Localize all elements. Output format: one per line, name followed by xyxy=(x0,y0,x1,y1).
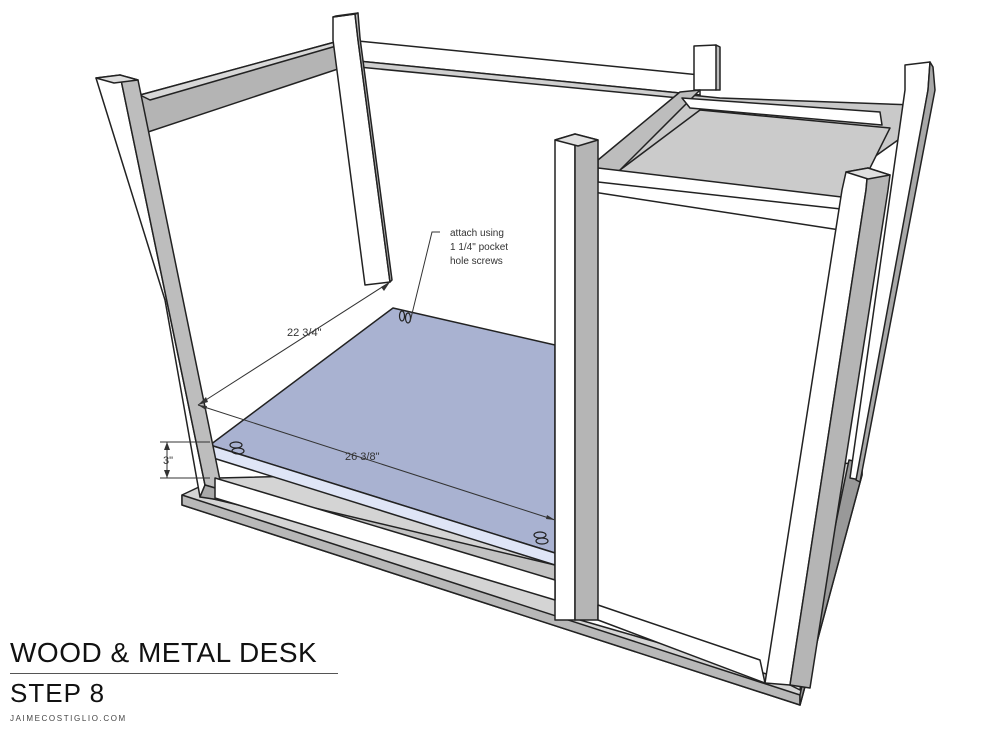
site-credit: JAIMECOSTIGLIO.COM xyxy=(10,714,127,723)
depth-dimension-label: 22 3/4" xyxy=(287,327,322,339)
cabinet-top-frame xyxy=(597,89,916,211)
width-dimension-label: 26 3/8" xyxy=(345,451,380,463)
title-block: WOOD & METAL DESK STEP 8 JAIMECOSTIGLIO.… xyxy=(10,636,340,723)
height-dimension-label: 3" xyxy=(163,455,173,467)
top-left-rail xyxy=(139,41,351,133)
step-label: STEP 8 xyxy=(10,678,106,708)
bottom-front-rail xyxy=(214,477,766,684)
note-line-2: 1 1/4" pocket xyxy=(450,242,508,253)
project-title: WOOD & METAL DESK xyxy=(10,637,318,668)
leg-cabinet-front-left xyxy=(554,133,599,621)
dimension-arrowheads xyxy=(164,282,555,520)
leg-cabinet-front-right xyxy=(764,167,891,689)
note-line-1: attach using xyxy=(450,228,504,239)
top-back-rail xyxy=(347,39,701,101)
note-line-3: hole screws xyxy=(450,256,503,267)
leg-back-left xyxy=(332,12,393,286)
title-divider xyxy=(10,673,338,674)
leg-right-far xyxy=(849,61,936,483)
leg-front-left xyxy=(95,74,223,501)
pocket-hole-icon xyxy=(229,310,549,545)
leg-back-right xyxy=(693,44,721,91)
